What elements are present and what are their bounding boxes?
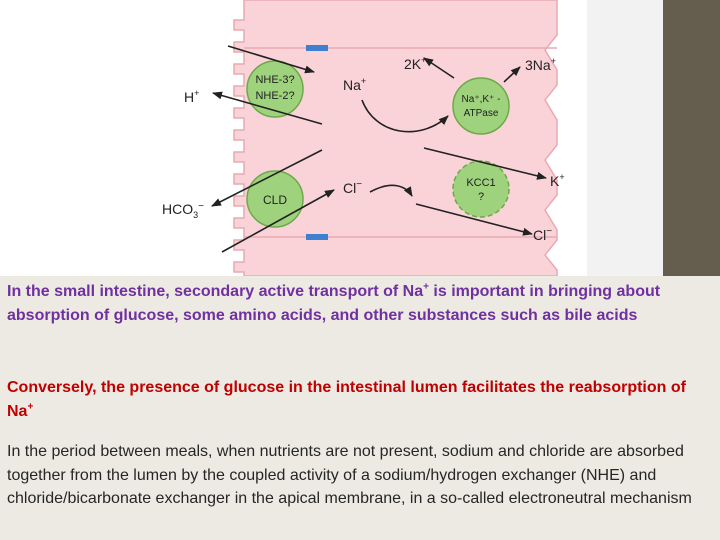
transport-arrows — [211, 45, 547, 253]
text-panel: In the small intestine, secondary active… — [0, 276, 720, 540]
kcc1-transporter: KCC1 ? — [452, 160, 510, 218]
paragraph-secondary-transport: In the small intestine, secondary active… — [7, 281, 661, 324]
atpase-label-2: ATPase — [464, 108, 499, 119]
slide-margin — [587, 0, 663, 276]
na-k-atpase-transporter: Na⁺,K⁺ - ATPase — [452, 77, 510, 135]
paragraph-electroneutral-mechanism: In the period between meals, when nutrie… — [7, 443, 692, 507]
ion-transport-diagram: NHE-3? NHE-2? CLD Na⁺,K⁺ - ATPase KCC1 ?… — [162, 0, 565, 276]
enterocyte-cells — [233, 0, 558, 276]
two-k-label: 2K+ — [404, 55, 426, 72]
tight-junction-top — [306, 45, 328, 51]
k-plus-label: K+ — [550, 172, 565, 189]
kcc1-label-1: KCC1 — [466, 177, 495, 189]
hco3-label: HCO3− — [162, 201, 204, 220]
cld-transporter: CLD — [246, 170, 304, 228]
nhe-label-2: NHE-2? — [255, 90, 294, 102]
cl-out-label: Cl− — [533, 226, 552, 243]
cld-label: CLD — [263, 193, 287, 207]
nhe-transporter: NHE-3? NHE-2? — [246, 60, 304, 118]
atpase-label-1: Na⁺,K⁺ - — [462, 94, 501, 105]
tight-junction-bottom — [306, 234, 328, 240]
nhe-label-1: NHE-3? — [255, 74, 294, 86]
ion-labels: H+ HCO3− Na+ 2K+ 3Na+ Cl− K+ Cl− — [162, 55, 565, 243]
kcc1-label-2: ? — [478, 191, 484, 203]
three-na-label: 3Na+ — [525, 56, 556, 73]
na-plus-label: Na+ — [343, 76, 366, 93]
paragraph-glucose-facilitation: Conversely, the presence of glucose in t… — [7, 379, 686, 420]
cl-minus-label: Cl− — [343, 179, 362, 196]
h-plus-label: H+ — [184, 88, 199, 105]
slide-accent-bar — [663, 0, 720, 276]
